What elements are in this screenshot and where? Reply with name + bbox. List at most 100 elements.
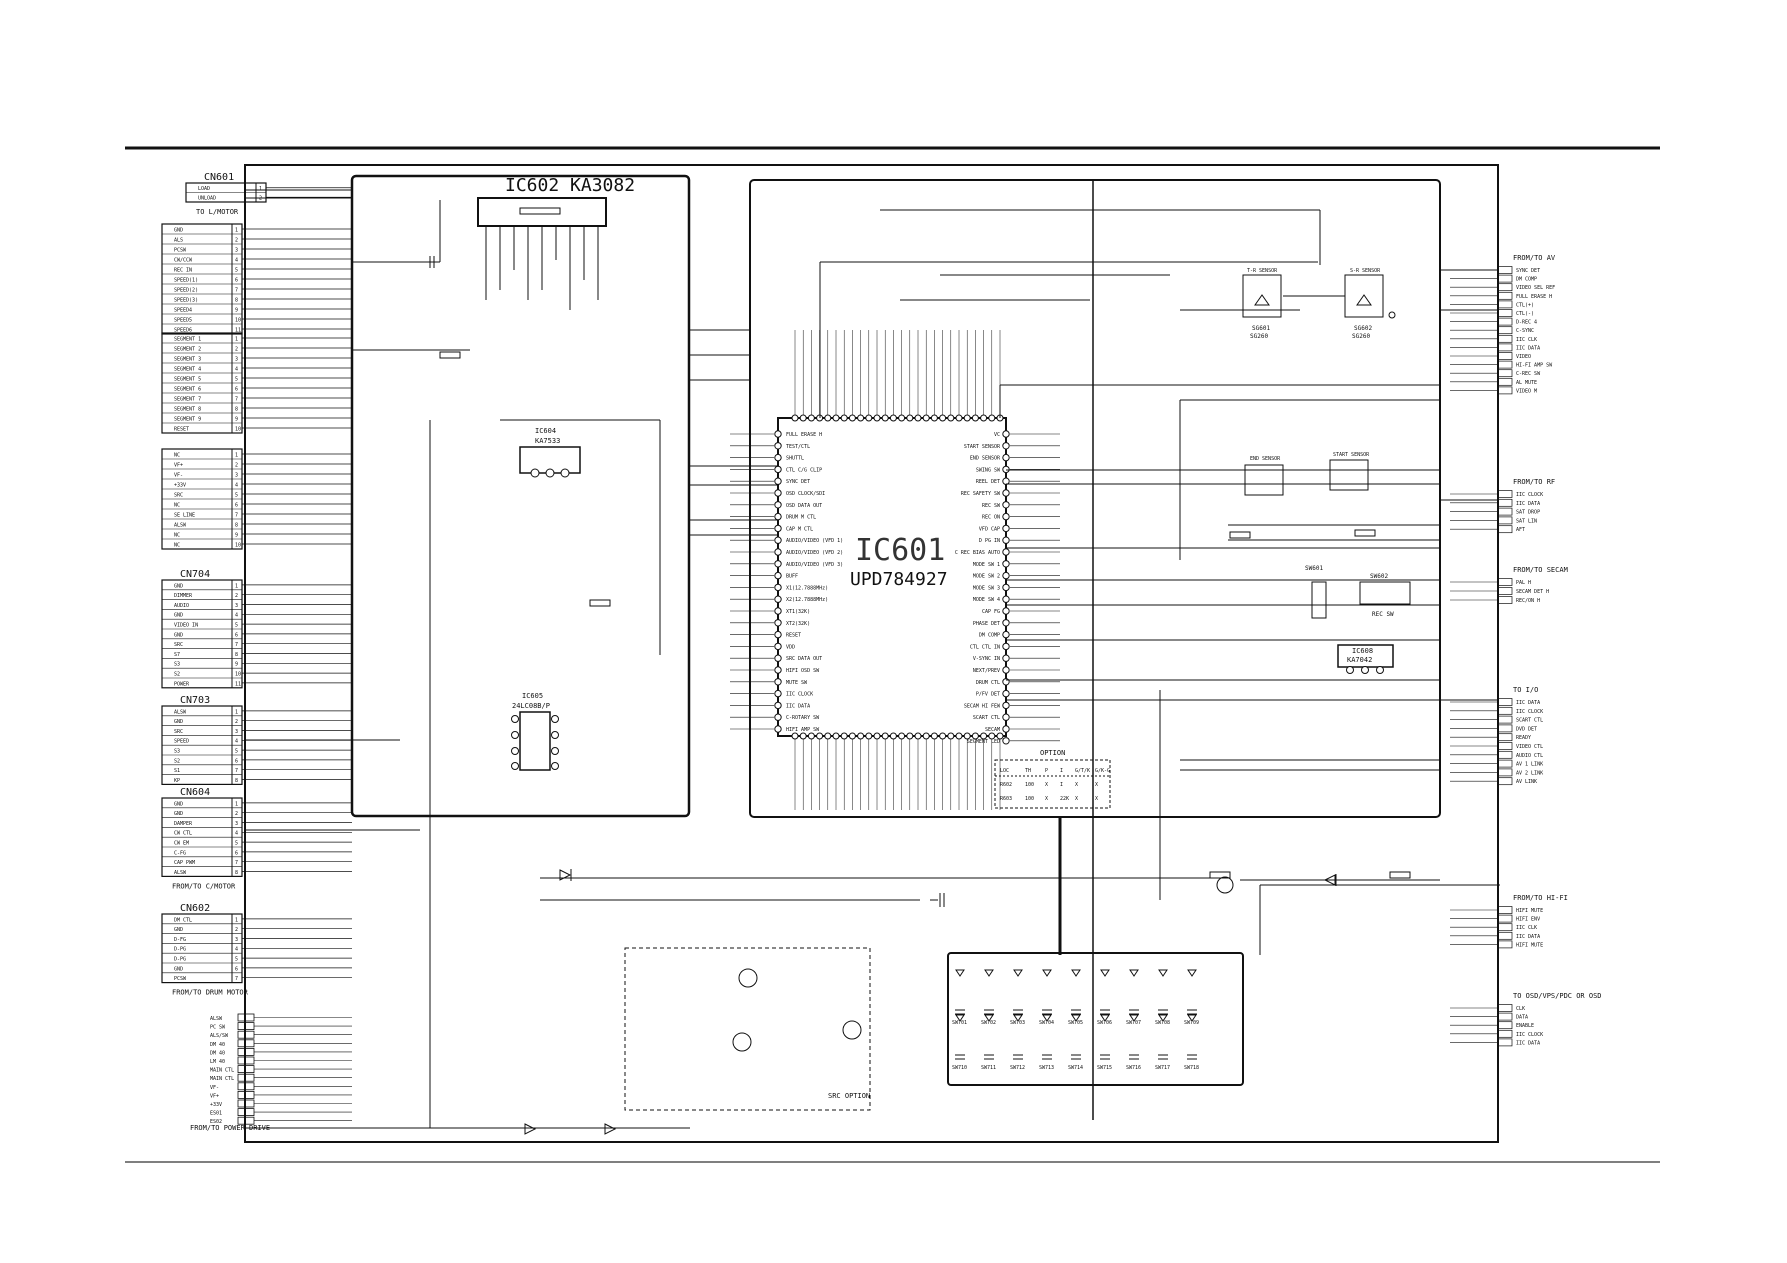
connector-pin-number: 4 [235,613,238,619]
s-sensor-label: S-R SENSOR [1350,268,1381,274]
ic601-right-pin: REC SAFETY SW [961,491,1001,497]
connector-pin-label: SPEED6 [174,328,192,334]
right-group-pin: IIC CLK [1516,925,1537,931]
connector-pin-label: GND [174,719,183,725]
connector-pin-number: 4 [235,831,238,837]
connector-pin-number: 5 [235,749,238,755]
connector-pin-label: GND [174,811,183,817]
connector-pin-label: S7 [174,652,180,658]
power-drive-caption: FROM/TO POWER DRIVE [190,1124,270,1132]
ic601-left-pin: HIFI AMP SW [786,727,820,733]
connector-pin-label: VF- [174,473,183,479]
connector-pin-label: SEGMENT 8 [174,407,201,413]
src-option-block: SRC OPTION [624,947,871,1111]
ic601-left-pin: AUDIO/VIDEO (VFD 1) [786,538,843,544]
right-group-pin: IIC CLOCK [1516,492,1543,498]
connector-pin-label: S2 [174,672,180,678]
connector-pin-number: 8 [235,778,238,784]
connector-pin-label: RESET [174,427,189,433]
option-table-cell: 100 [1025,796,1034,802]
key-switch-label: SW715 [1097,1065,1112,1071]
connector-pin-number: 10 [235,543,241,549]
connector-pin-number: 6 [235,632,238,638]
ic604-part: KA7533 [535,437,560,445]
key-switch-label: SW712 [1010,1065,1025,1071]
ic601-right-pin: REC SW [982,503,1001,509]
connector-pin-label: S1 [174,768,180,774]
key-switch-label: SW703 [1010,1020,1025,1026]
ic601-left-pin: SYNC DET [786,479,810,485]
connector-pin-number: 4 [235,947,238,953]
connector-pin-label: NC [174,543,180,549]
connector-pin-label: REC IN [174,268,192,274]
ic601-right-pin: SECAM HI FEW [964,703,1001,709]
ic601-left-pin: CAP M CTL [786,526,813,532]
connector-pin-label: PCSW [174,248,187,254]
connector-pin-number: 5 [235,377,238,383]
key-switch-label: SW713 [1039,1065,1054,1071]
connector-pin-label: GND [174,801,183,807]
power-drive-pin-label: ES02 [210,1119,222,1125]
start-sensor-label: START SENSOR [1333,452,1370,458]
ic601-block: IC601 UPD784927 FULL ERASE HTEST/CTLSHUT… [730,330,1060,810]
connector-pin-number: 1 [235,453,238,459]
connector-pin-number: 2 [235,811,238,817]
option-table-cell: P [1045,768,1048,774]
right-group-pin: IIC CLOCK [1516,709,1543,715]
ic601-right-pin: PHASE DET [973,621,1000,627]
connector-pin-label: CW/CCW [174,258,193,264]
right-group-pin: C-SYNC [1516,328,1534,334]
rec-sw-label: REC SW [1372,611,1394,618]
connector-pin-label: S2 [174,758,180,764]
connector-pin-number: 1 [235,337,238,343]
option-table-cell: I [1060,768,1063,774]
power-drive-pin-label: +33V [210,1102,222,1108]
connector-caption: FROM/TO C/MOTOR [172,882,236,890]
right-group-pin: SCART CTL [1516,718,1543,724]
ic601-left-pin: SRC DATA OUT [786,656,822,662]
ic601-left-pin: CTL C/G CLIP [786,467,822,473]
option-table-cell: R602 [1000,782,1012,788]
connector-pin-label: NC [174,503,180,509]
right-group-pin: IIC CLK [1516,337,1537,343]
key-switch-label: SW718 [1184,1065,1199,1071]
sg602-part: SG260 [1352,333,1370,340]
right-group-title: FROM/TO AV [1513,254,1556,262]
right-group-pin: IIC CLOCK [1516,1032,1543,1038]
connector-pin-label: SRC [174,729,183,735]
ic604-label: IC604 [535,427,556,435]
right-group-pin: AV 1 LINK [1516,762,1543,768]
ic601-left-pin: VDD [786,644,795,650]
ic601-left-pin: OSD CLOCK/SDI [786,491,825,497]
src-option-box [624,947,871,1111]
option-table-cell: R603 [1000,796,1012,802]
connector-pin-number: 3 [235,729,238,735]
right-group-pin: SAT DROP [1516,510,1540,516]
ic602-block: IC602 KA3082 [477,175,635,310]
sw602-body [1359,581,1411,605]
key-switch-label: SW704 [1039,1020,1054,1026]
option-table-cell: G/T/K [1075,768,1090,774]
ic604-block: IC604 KA7533 [519,427,581,478]
ic601-right-pin: REEL DET [976,479,1000,485]
option-table-cell: 22K [1060,796,1069,802]
option-table-cell: X [1075,782,1078,788]
connector-pin-label: DAMPER [174,821,193,827]
ic601-left-pin: MUTE SW [786,680,808,686]
right-group-pin: AUDIO CTL [1516,753,1543,759]
ic601-right-pin: V-SYNC IN [973,656,1000,662]
ic601-left-pin: XT1(32K) [786,609,810,615]
ic601-left-pin: TEST/CTL [786,444,810,450]
connector-pin-number: 1 [235,228,238,234]
right-group-title: FROM/TO SECAM [1513,566,1568,574]
option-table-cell: 100 [1025,782,1034,788]
connector-pin-label: AUDIO [174,603,189,609]
connector-pin-label: SEGMENT 7 [174,397,201,403]
connector-pin-number: 10 [235,427,241,433]
connector-pin-number: 4 [235,483,238,489]
